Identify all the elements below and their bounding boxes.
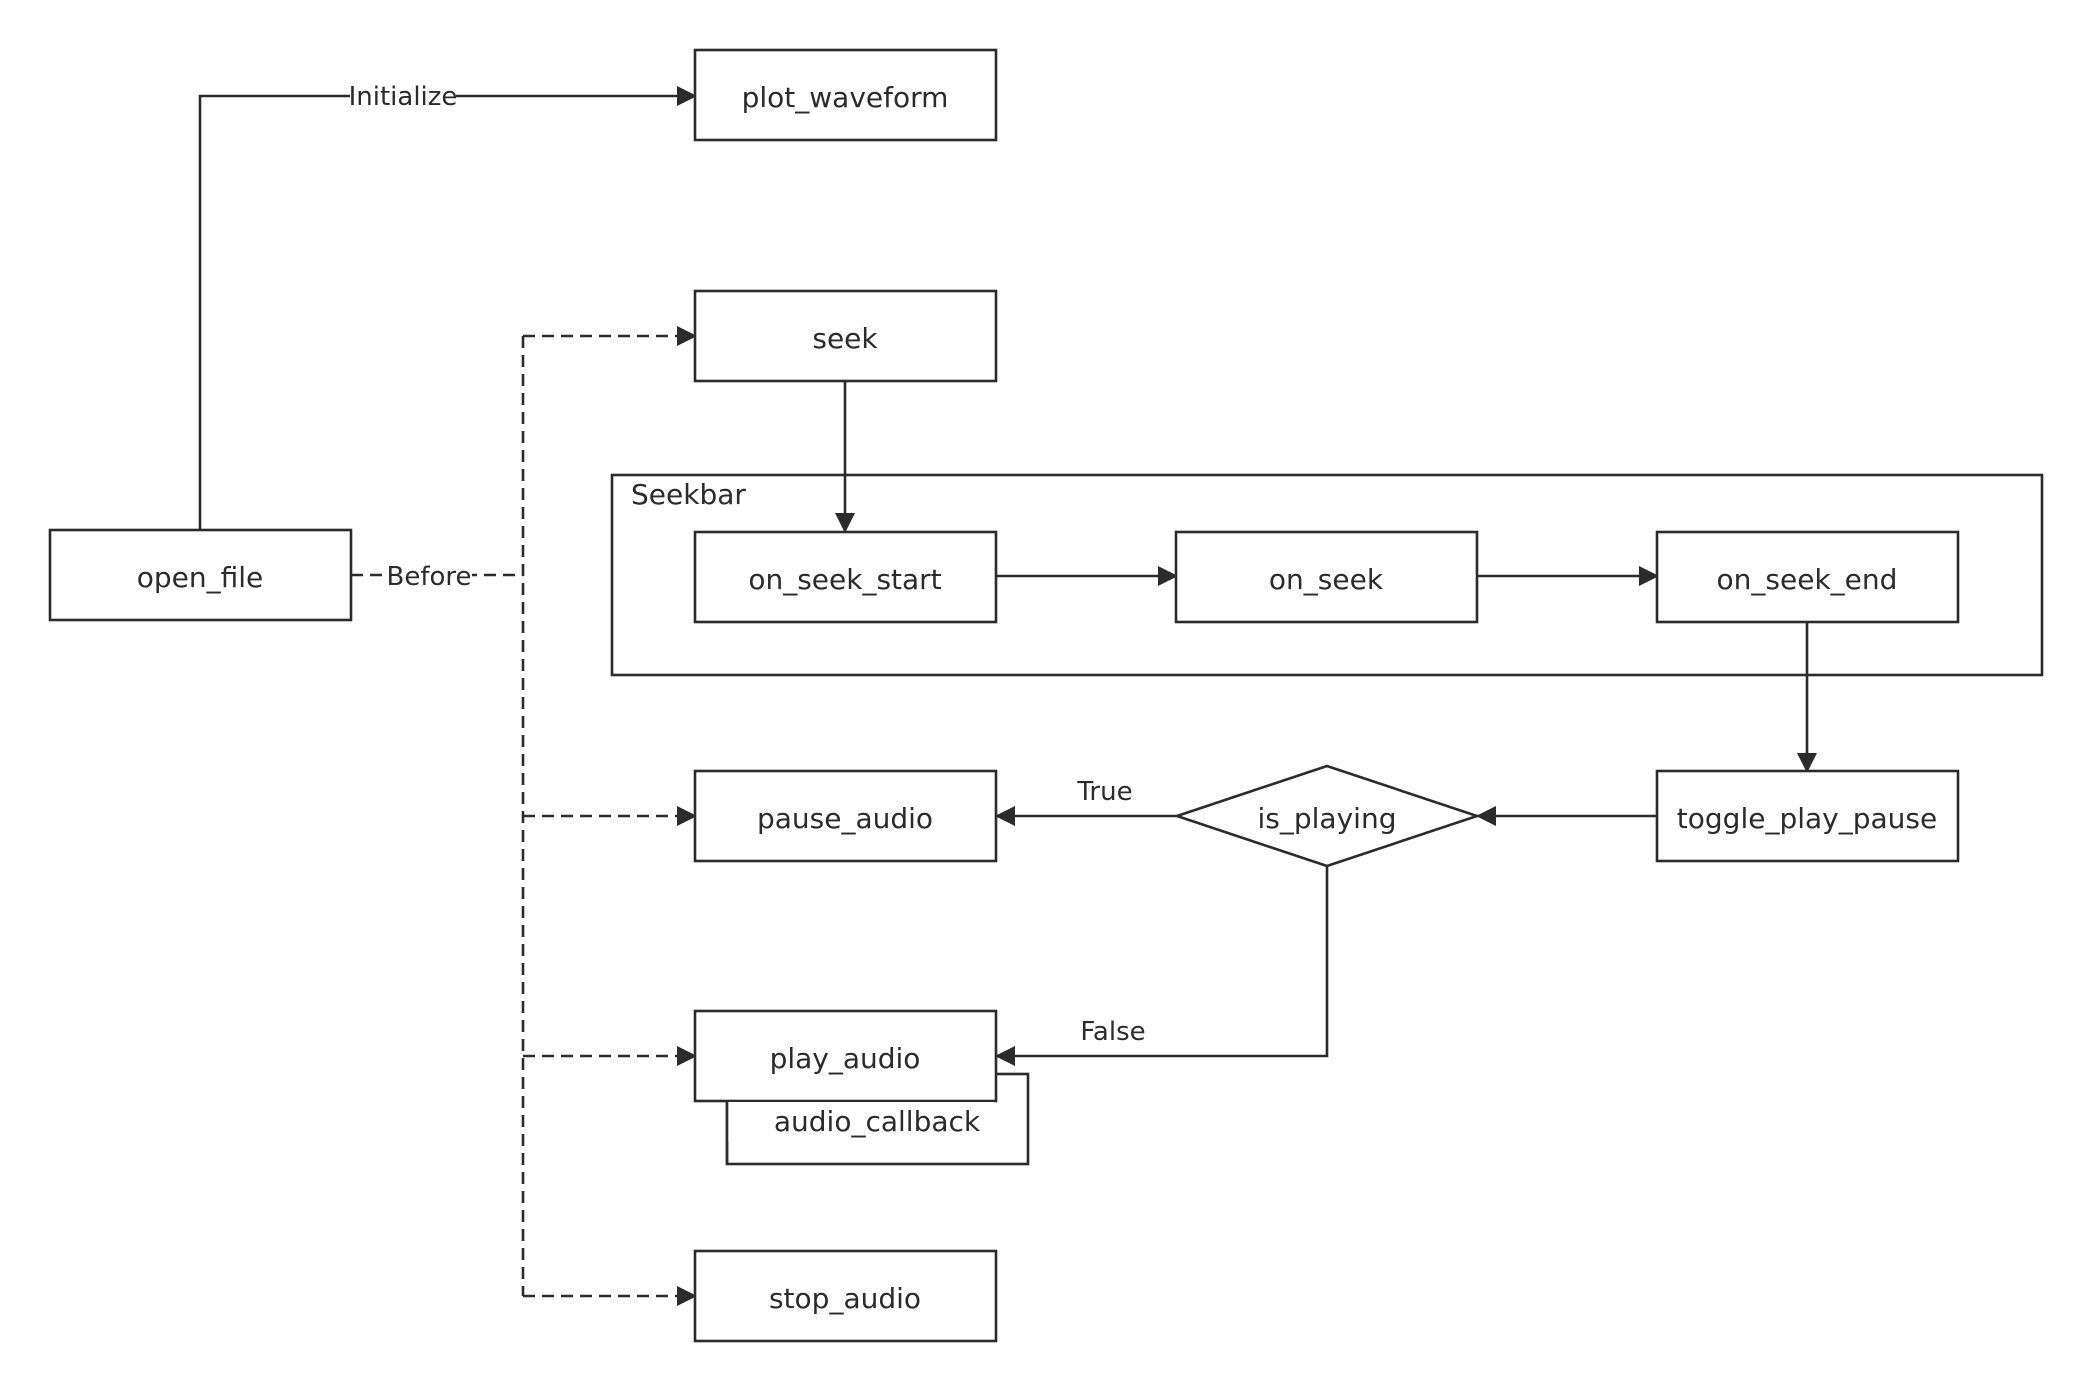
node-open-file-label: open_file [137, 561, 264, 594]
node-play-audio-label: play_audio [770, 1042, 921, 1075]
node-audio-callback-overlay-label: audio_callback [774, 1105, 981, 1138]
audio-callback-overlay: audio_callback [725, 1101, 994, 1164]
edges: Initialize Before True False [198, 80, 1817, 1306]
node-is-playing[interactable]: is_playing [1172, 764, 1482, 868]
node-on-seek-start[interactable]: on_seek_start [693, 530, 998, 624]
node-seek[interactable]: seek [693, 289, 998, 383]
node-plot-waveform-label: plot_waveform [742, 81, 949, 114]
node-on-seek-end-label: on_seek_end [1717, 563, 1898, 596]
node-open-file[interactable]: open_file [48, 528, 353, 622]
edge-false-to-play [995, 866, 1329, 1066]
node-pause-audio[interactable]: pause_audio [693, 769, 998, 863]
seekbar-group: Seekbar [610, 473, 2044, 677]
node-on-seek-label: on_seek [1269, 563, 1384, 596]
node-pause-audio-label: pause_audio [757, 802, 933, 835]
edge-label-true: True [1076, 777, 1132, 807]
edge-label-false: False [1080, 1017, 1145, 1047]
node-toggle-play-pause-label: toggle_play_pause [1677, 802, 1937, 835]
edge-label-before: Before [386, 562, 471, 592]
node-play-audio[interactable]: play_audio [693, 1009, 998, 1103]
node-plot-waveform[interactable]: plot_waveform [693, 48, 998, 142]
node-stop-audio-label: stop_audio [769, 1282, 921, 1315]
node-on-seek[interactable]: on_seek [1174, 530, 1479, 624]
node-on-seek-end[interactable]: on_seek_end [1655, 530, 1960, 624]
node-seek-label: seek [812, 322, 878, 355]
node-stop-audio[interactable]: stop_audio [693, 1249, 998, 1343]
edge-initialize [198, 86, 697, 530]
seekbar-group-label: Seekbar [631, 478, 746, 511]
node-toggle-play-pause[interactable]: toggle_play_pause [1655, 769, 1960, 863]
node-on-seek-start-label: on_seek_start [748, 563, 941, 596]
edge-label-initialize: Initialize [349, 82, 458, 112]
node-is-playing-label: is_playing [1258, 802, 1397, 835]
